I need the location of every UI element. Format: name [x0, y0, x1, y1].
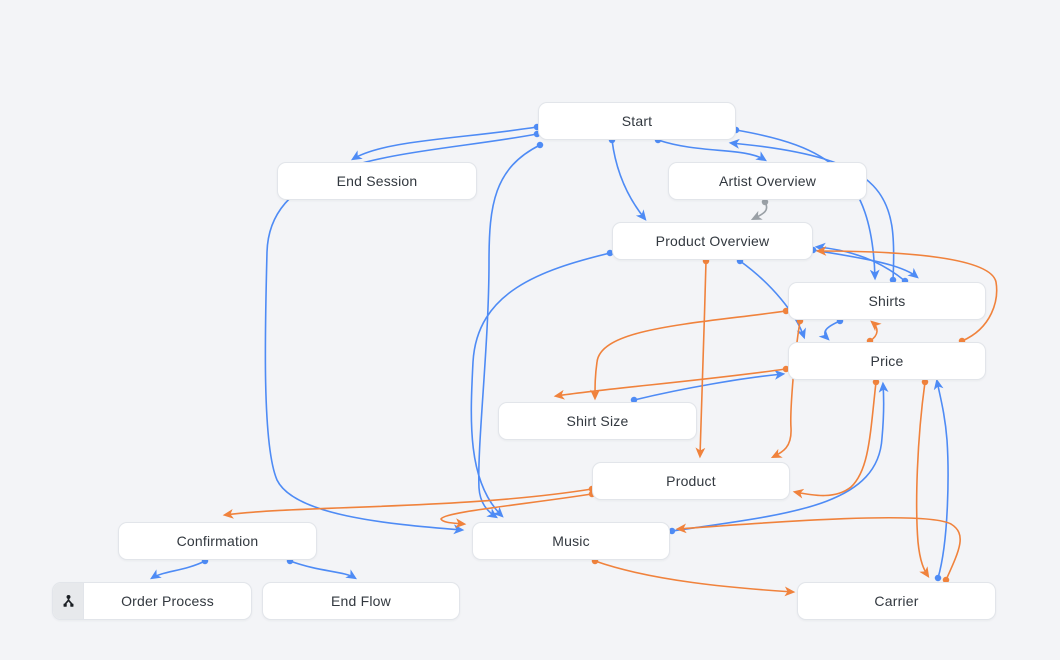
node-label: Confirmation — [176, 533, 259, 549]
node-shirts[interactable]: Shirts — [788, 282, 986, 320]
edge-product_overview-to-product[interactable] — [695, 257, 710, 459]
node-end_session[interactable]: End Session — [277, 162, 477, 200]
edge-start-to-artist_overview[interactable] — [654, 136, 767, 162]
node-label: Shirts — [868, 293, 906, 309]
node-label: End Flow — [331, 593, 391, 609]
edge-start-to-end_session[interactable] — [350, 123, 541, 161]
edge-product_overview-to-music[interactable] — [470, 249, 614, 518]
edge-start-to-music[interactable] — [477, 141, 544, 519]
edge-confirmation-to-order_process[interactable] — [150, 557, 209, 580]
node-label: Start — [621, 113, 653, 129]
node-label: Product Overview — [655, 233, 770, 249]
edge-price-to-shirts[interactable] — [866, 320, 882, 345]
node-label: Order Process — [121, 593, 214, 609]
node-price[interactable]: Price — [788, 342, 986, 380]
node-shirt_size[interactable]: Shirt Size — [498, 402, 697, 440]
edge-start-to-product_overview[interactable] — [608, 136, 647, 221]
node-label: Carrier — [874, 593, 919, 609]
edge-artist_overview-to-product_overview[interactable] — [750, 198, 769, 221]
node-product_overview[interactable]: Product Overview — [612, 222, 813, 260]
node-label: End Session — [336, 173, 418, 189]
edge-product-to-music[interactable] — [440, 490, 596, 529]
branch-icon — [53, 583, 84, 619]
node-label: Product — [666, 473, 716, 489]
edge-price-to-product_overview[interactable] — [815, 246, 998, 345]
node-music[interactable]: Music — [472, 522, 670, 560]
node-order_process[interactable]: Order Process — [52, 582, 252, 620]
node-label: Artist Overview — [718, 173, 817, 189]
node-carrier[interactable]: Carrier — [797, 582, 996, 620]
node-confirmation[interactable]: Confirmation — [118, 522, 317, 560]
node-start[interactable]: Start — [538, 102, 736, 140]
edge-price-to-product[interactable] — [792, 378, 880, 499]
edge-shirts-to-price[interactable] — [818, 317, 844, 341]
edge-music-to-price[interactable] — [668, 381, 889, 535]
edge-confirmation-to-end_flow[interactable] — [286, 557, 357, 580]
node-label: Music — [552, 533, 590, 549]
node-artist_overview[interactable]: Artist Overview — [668, 162, 867, 200]
edge-group — [150, 123, 998, 597]
node-end_flow[interactable]: End Flow — [262, 582, 460, 620]
edge-shirts-to-shirt_size[interactable] — [590, 307, 790, 401]
edge-price-to-carrier[interactable] — [915, 378, 930, 578]
node-label: Shirt Size — [566, 413, 629, 429]
edge-music-to-carrier[interactable] — [591, 557, 796, 597]
node-product[interactable]: Product — [592, 462, 790, 500]
edge-carrier-to-price[interactable] — [933, 378, 949, 582]
edge-price-to-shirt_size[interactable] — [553, 365, 790, 400]
node-label: Price — [870, 353, 904, 369]
